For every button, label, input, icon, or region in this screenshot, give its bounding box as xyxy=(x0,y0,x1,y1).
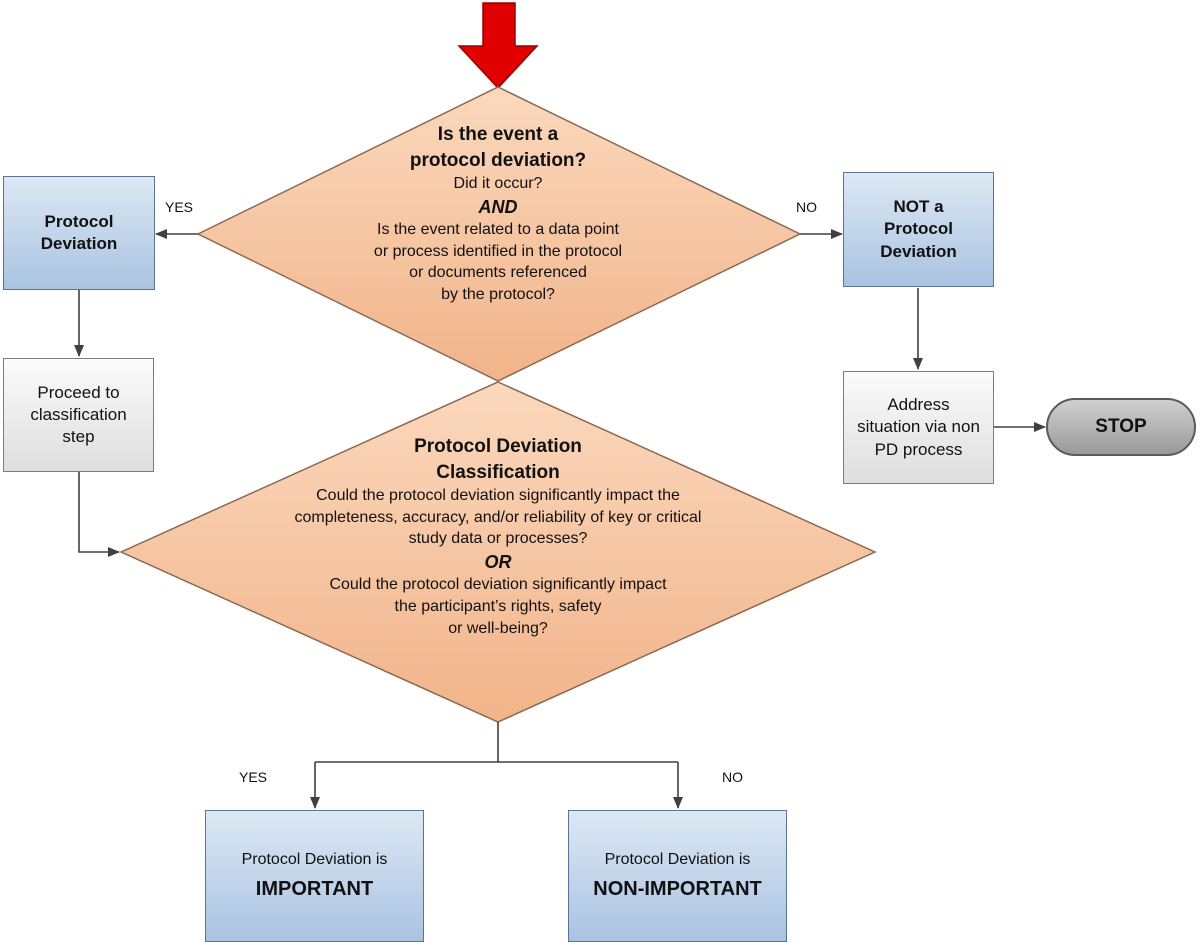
decision-classification-line-1: Could the protocol deviation significant… xyxy=(316,487,680,505)
box-proceed-to-classification: Proceed to classification step xyxy=(3,358,154,472)
stop-label: STOP xyxy=(1095,415,1147,437)
box-proceed-line-2: classification xyxy=(30,404,127,424)
decision-protocol-deviation-title-1: Is the event a xyxy=(437,124,559,145)
box-proceed-line-1: Proceed to xyxy=(37,382,120,402)
decision-protocol-deviation-conjunction: AND xyxy=(478,196,518,217)
decision-protocol-deviation-text: Is the event a protocol deviation? Did i… xyxy=(318,122,678,306)
decision-diamond-protocol-deviation xyxy=(196,86,802,382)
box-important-line-2: IMPORTANT xyxy=(255,878,374,901)
box-protocol-deviation-line-1: Protocol xyxy=(44,211,114,231)
decision-classification-line-5: the participant’s rights, safety xyxy=(394,597,602,615)
box-address-line-1: Address xyxy=(887,395,950,415)
box-not-protocol-deviation: NOT a Protocol Deviation xyxy=(843,172,994,287)
decision-classification-line-4: Could the protocol deviation significant… xyxy=(329,576,667,594)
box-non-important-line-1: Protocol Deviation is xyxy=(604,850,751,868)
decision-protocol-deviation-line-5: by the protocol? xyxy=(441,285,555,303)
box-protocol-deviation: Protocol Deviation xyxy=(3,176,155,290)
decision-protocol-deviation-line-2: Is the event related to a data point xyxy=(377,221,619,239)
decision-classification-line-3: study data or processes? xyxy=(408,530,588,548)
box-protocol-deviation-line-2: Deviation xyxy=(40,234,118,253)
decision-classification-title-2: Classification xyxy=(436,461,560,483)
box-non-important: Protocol Deviation is NON-IMPORTANT xyxy=(568,810,787,942)
decision-classification-title-1: Protocol Deviation xyxy=(414,436,582,457)
box-proceed-line-3: step xyxy=(62,427,95,447)
box-not-protocol-deviation-line-2: Protocol xyxy=(884,219,953,239)
decision-protocol-deviation-line-4: or documents referenced xyxy=(409,264,587,282)
box-important: Protocol Deviation is IMPORTANT xyxy=(205,810,424,942)
box-important-line-1: Protocol Deviation is xyxy=(241,850,388,868)
box-address-situation: Address situation via non PD process xyxy=(843,371,994,484)
decision-protocol-deviation-title-2: protocol deviation? xyxy=(409,149,587,171)
decision-classification-line-6: or well-being? xyxy=(448,619,548,637)
decision-classification-line-2: completeness, accuracy, and/or reliabili… xyxy=(294,508,702,526)
label-yes-bottom: YES xyxy=(239,769,268,785)
label-yes-top: YES xyxy=(165,199,194,215)
box-not-protocol-deviation-line-3: Deviation xyxy=(880,241,957,261)
connector-classification-split xyxy=(315,722,499,763)
box-not-protocol-deviation-line-1: NOT a xyxy=(893,197,944,217)
decision-protocol-deviation-line-3: or process identified in the protocol xyxy=(373,242,623,260)
decision-classification-conjunction: OR xyxy=(484,552,512,573)
box-non-important-line-2: NON-IMPORTANT xyxy=(593,878,762,901)
decision-protocol-deviation-line-1: Did it occur? xyxy=(453,175,543,193)
label-no-bottom: NO xyxy=(722,769,743,785)
start-arrow xyxy=(457,2,539,90)
box-address-line-3: PD process xyxy=(874,439,963,459)
label-no-top: NO xyxy=(796,199,817,215)
decision-classification-text: Protocol Deviation Classification Could … xyxy=(228,434,768,639)
box-address-line-2: situation via non xyxy=(857,417,980,437)
connector-proceed-to-classification xyxy=(78,472,120,557)
stop-terminator: STOP xyxy=(1046,398,1196,456)
